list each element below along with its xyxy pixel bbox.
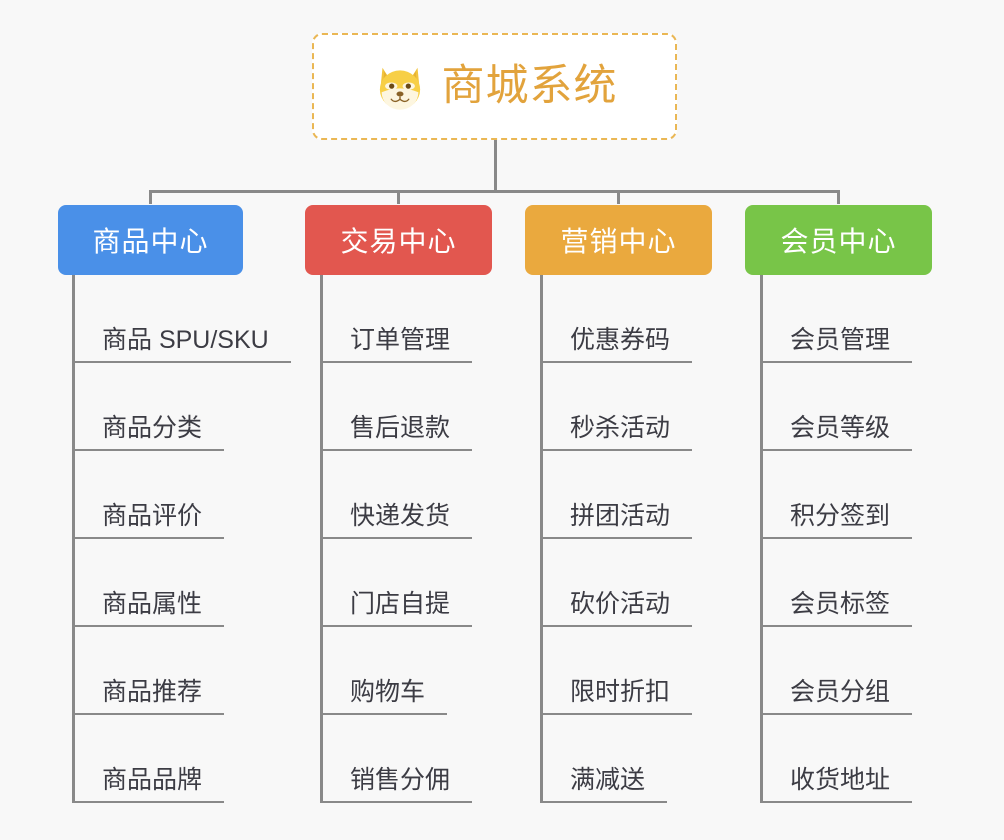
leaf-item[interactable]: 会员标签	[760, 539, 913, 627]
leaf-item[interactable]: 购物车	[320, 627, 448, 715]
leaf-label: 售后退款	[320, 414, 473, 451]
leaf-trunk-3	[540, 275, 543, 803]
leaf-label: 优惠券码	[540, 326, 693, 363]
leaf-label: 会员分组	[760, 678, 913, 715]
leaf-item[interactable]: 商品推荐	[72, 627, 225, 715]
leaf-item[interactable]: 快递发货	[320, 451, 473, 539]
leaf-item[interactable]: 商品 SPU/SKU	[72, 275, 291, 363]
leaf-trunk-1	[72, 275, 75, 803]
leaf-item[interactable]: 收货地址	[760, 715, 913, 803]
leaf-label: 收货地址	[760, 766, 913, 803]
leaf-label: 商品分类	[72, 414, 225, 451]
leaf-label: 购物车	[320, 678, 448, 715]
leaf-item[interactable]: 会员等级	[760, 363, 913, 451]
category-header-1[interactable]: 商品中心	[58, 205, 243, 275]
leaf-item[interactable]: 会员管理	[760, 275, 913, 363]
leaf-item[interactable]: 满减送	[540, 715, 668, 803]
leaf-label: 商品品牌	[72, 766, 225, 803]
leaf-item[interactable]: 限时折扣	[540, 627, 693, 715]
leaf-label: 门店自提	[320, 590, 473, 627]
leaf-item[interactable]: 订单管理	[320, 275, 473, 363]
leaf-label: 商品推荐	[72, 678, 225, 715]
leaf-item[interactable]: 商品品牌	[72, 715, 225, 803]
connector-drop-2	[397, 190, 400, 204]
leaf-item[interactable]: 门店自提	[320, 539, 473, 627]
connector-drop-1	[149, 190, 152, 204]
leaf-label: 拼团活动	[540, 502, 693, 539]
leaf-label: 会员标签	[760, 590, 913, 627]
leaf-label: 限时折扣	[540, 678, 693, 715]
leaf-trunk-2	[320, 275, 323, 803]
leaf-item[interactable]: 优惠券码	[540, 275, 693, 363]
leaf-item[interactable]: 砍价活动	[540, 539, 693, 627]
category-header-4[interactable]: 会员中心	[745, 205, 932, 275]
root-title: 商城系统	[441, 62, 618, 110]
leaf-item[interactable]: 商品分类	[72, 363, 225, 451]
connector-drop-4	[837, 190, 840, 204]
leaf-label: 订单管理	[320, 326, 473, 363]
leaf-item[interactable]: 会员分组	[760, 627, 913, 715]
root-node[interactable]: 商城系统	[312, 33, 677, 140]
connector-drop-3	[617, 190, 620, 204]
leaf-label: 满减送	[540, 766, 668, 803]
connector-bus	[149, 190, 840, 193]
leaf-item[interactable]: 商品属性	[72, 539, 225, 627]
leaf-item[interactable]: 售后退款	[320, 363, 473, 451]
leaf-label: 秒杀活动	[540, 414, 693, 451]
shiba-dog-face-icon	[379, 67, 420, 110]
leaf-item[interactable]: 拼团活动	[540, 451, 693, 539]
leaf-label: 砍价活动	[540, 590, 693, 627]
leaf-label: 销售分佣	[320, 766, 473, 803]
connector-root-stem	[494, 140, 497, 192]
leaf-item[interactable]: 秒杀活动	[540, 363, 693, 451]
leaf-trunk-4	[760, 275, 763, 803]
leaf-label: 会员管理	[760, 326, 913, 363]
leaf-label: 会员等级	[760, 414, 913, 451]
leaf-label: 商品属性	[72, 590, 225, 627]
leaf-label: 商品评价	[72, 502, 225, 539]
leaf-label: 快递发货	[320, 502, 473, 539]
leaf-label: 积分签到	[760, 502, 913, 539]
leaf-label: 商品 SPU/SKU	[72, 326, 291, 363]
category-header-2[interactable]: 交易中心	[305, 205, 492, 275]
leaf-item[interactable]: 商品评价	[72, 451, 225, 539]
leaf-item[interactable]: 积分签到	[760, 451, 913, 539]
category-header-3[interactable]: 营销中心	[525, 205, 712, 275]
leaf-item[interactable]: 销售分佣	[320, 715, 473, 803]
